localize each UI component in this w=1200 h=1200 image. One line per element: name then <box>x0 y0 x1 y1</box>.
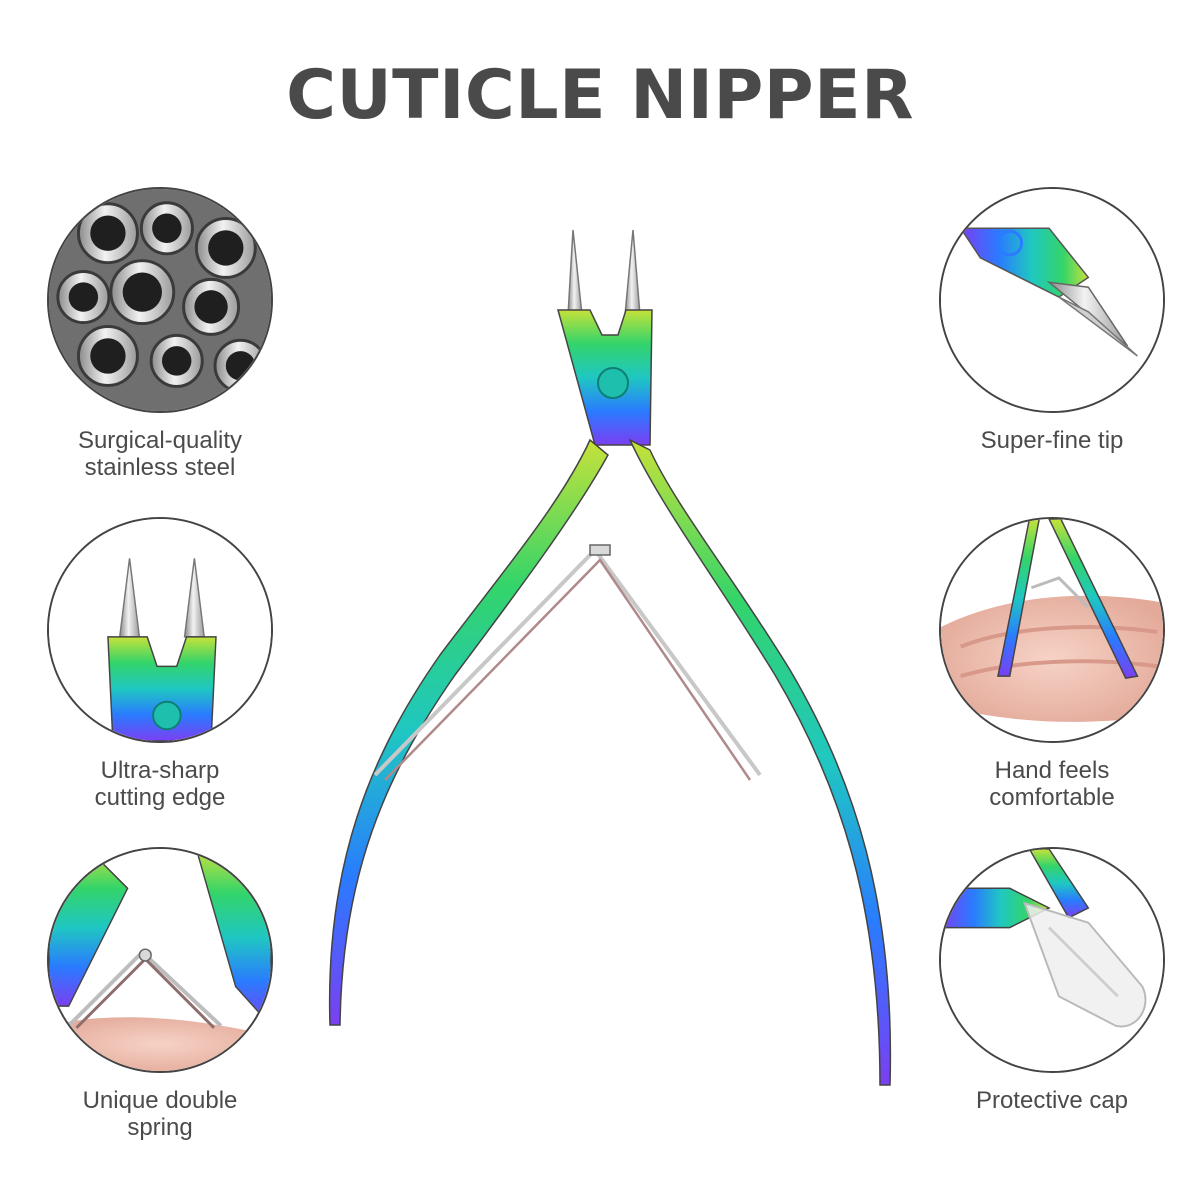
feature-fine-tip: Super-fine tip <box>892 187 1200 454</box>
feature-caption: Surgical-quality stainless steel <box>77 427 243 481</box>
cuticle-nipper-image <box>290 215 910 1115</box>
steel-tubes-image <box>47 187 273 413</box>
protective-cap-image <box>939 847 1165 1073</box>
feature-cutting-edge: Ultra-sharp cutting edge <box>0 517 320 811</box>
feature-caption: Protective cap <box>975 1087 1129 1114</box>
feature-caption: Super-fine tip <box>980 427 1124 454</box>
page-title: CUTICLE NIPPER <box>286 56 914 135</box>
feature-double-spring: Unique double spring <box>0 847 320 1141</box>
feature-caption: Unique double spring <box>82 1087 238 1141</box>
feature-protective-cap: Protective cap <box>892 847 1200 1114</box>
fine-tip-image <box>939 187 1165 413</box>
feature-caption: Ultra-sharp cutting edge <box>94 757 226 811</box>
feature-stainless-steel: Surgical-quality stainless steel <box>0 187 320 481</box>
feature-caption: Hand feels comfortable <box>989 757 1115 811</box>
double-spring-image <box>47 847 273 1073</box>
hand-grip-image <box>939 517 1165 743</box>
feature-hand-grip: Hand feels comfortable <box>892 517 1200 811</box>
cutting-edge-image <box>47 517 273 743</box>
